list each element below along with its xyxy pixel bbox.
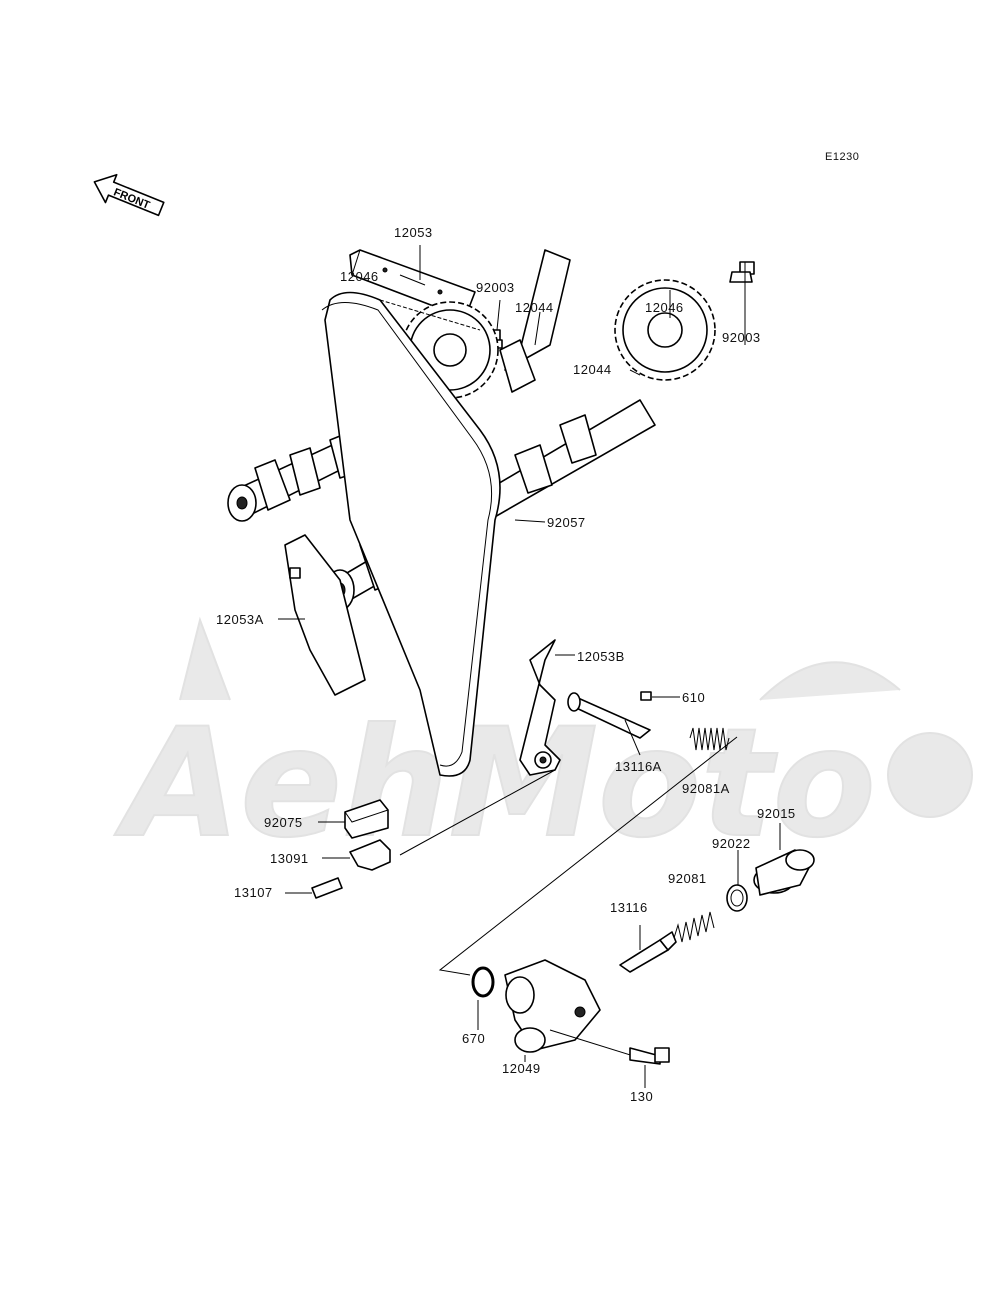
part-label: 92015: [757, 806, 796, 821]
o-ring-670-icon: [471, 966, 495, 998]
part-label: 92057: [547, 515, 586, 530]
cap-92015-icon: [753, 849, 815, 896]
part-label: 670: [462, 1031, 485, 1046]
part-label: 13091: [270, 851, 309, 866]
chain-guide-top-icon: [349, 249, 476, 319]
pin-13107-icon: [311, 877, 343, 899]
tensioner-body-icon: [504, 959, 601, 1053]
pin-610-icon: [640, 691, 652, 701]
part-label: 92022: [712, 836, 751, 851]
part-label: 13116A: [615, 759, 662, 774]
part-label: 12046: [340, 269, 379, 284]
diagram-code: E1230: [825, 151, 859, 163]
rod-13116-icon: [619, 931, 677, 973]
part-label: 13107: [234, 885, 273, 900]
part-label: 92003: [476, 280, 515, 295]
part-label: 13116: [610, 900, 648, 915]
part-label: 92081: [668, 871, 707, 886]
spring-92081a-icon: [689, 727, 730, 751]
bracket-13091-icon: [349, 839, 391, 871]
washer-92022-icon: [726, 884, 748, 912]
bolt-right-icon: [729, 261, 755, 283]
sprocket-right-icon: [614, 279, 716, 381]
damper-92075-icon: [344, 799, 389, 839]
part-label: 12053B: [577, 649, 625, 664]
part-label: 12053A: [216, 612, 264, 627]
cam-chain-icon: [321, 291, 501, 777]
front-arrow-icon: FRONT: [93, 173, 165, 217]
part-label: 92075: [264, 815, 303, 830]
part-label: 12053: [394, 225, 433, 240]
bolt-130-icon: [549, 1029, 670, 1065]
part-label: 12049: [502, 1061, 541, 1076]
part-label: 12044: [573, 362, 612, 377]
spring-92081-icon: [673, 911, 715, 943]
part-label: 12044: [515, 300, 554, 315]
rod-13116a-icon: [567, 692, 651, 739]
watermark-logo: AehMoto: [113, 616, 973, 872]
chain-guide-left-icon: [284, 534, 366, 696]
part-label: 610: [682, 690, 705, 705]
part-label: 12046: [645, 300, 684, 315]
watermark-text: AehMoto: [114, 697, 876, 871]
part-label: 92081A: [682, 781, 730, 796]
part-label: 130: [630, 1089, 653, 1104]
part-label: 92003: [722, 330, 761, 345]
tensioner-guide-icon: [519, 639, 561, 776]
